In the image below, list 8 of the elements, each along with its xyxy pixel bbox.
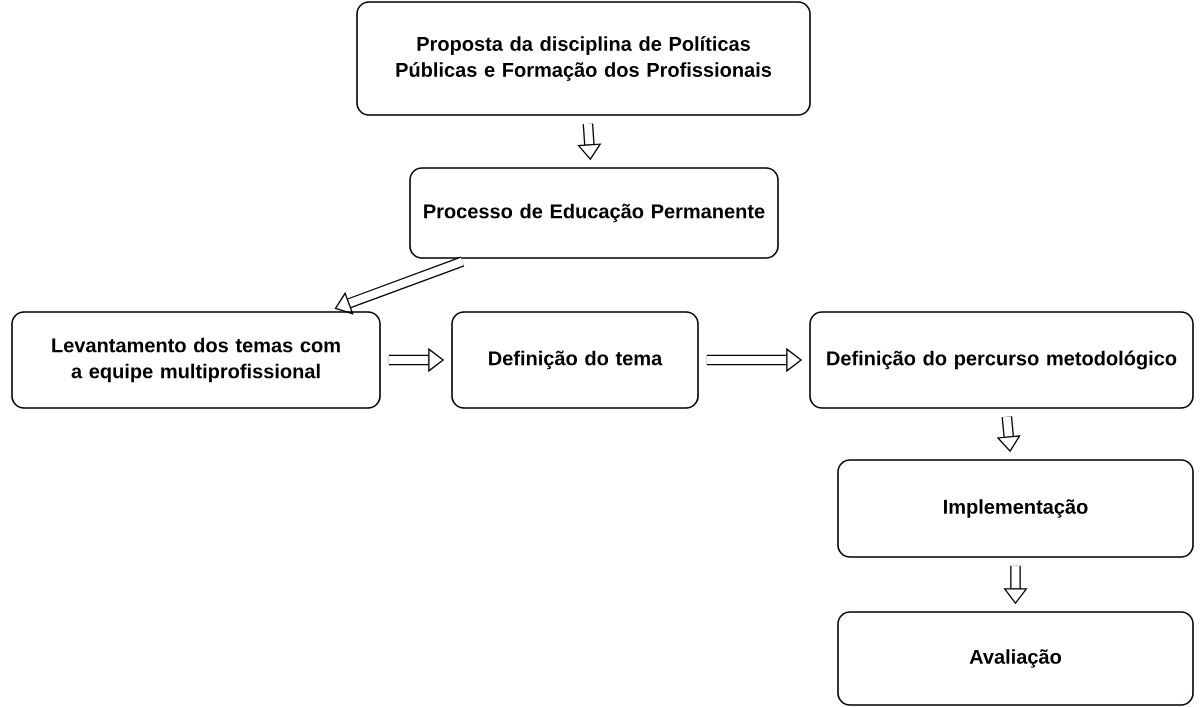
process-box: Processo de Educação Permanente <box>409 167 779 259</box>
process-box: Definição do tema <box>451 311 699 409</box>
process-box: Definição do percurso metodológico <box>809 311 1194 409</box>
process-box: Levantamento dos temas com a equipe multiprofissional <box>11 311 381 409</box>
block-arrow <box>334 256 465 315</box>
process-box: Proposta da disciplina de Políticas Públicas e Formação dos Profissionais <box>356 1 811 116</box>
process-box: Avaliação <box>837 611 1194 706</box>
process-box: Implementação <box>837 459 1194 558</box>
